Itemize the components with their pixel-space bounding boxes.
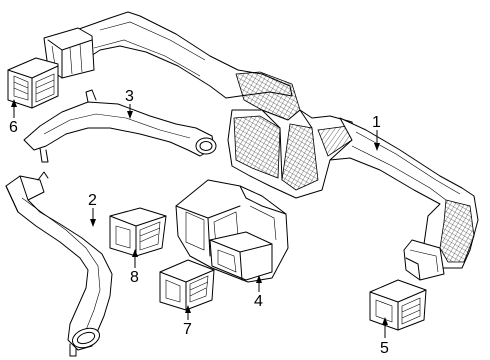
callout-7: 7: [183, 321, 192, 338]
center-duct-part: [175, 179, 289, 283]
side-duct-part: [23, 89, 217, 163]
callout-6: 6: [9, 119, 18, 136]
callout-1: 1: [372, 114, 381, 131]
callout-leaders: [11, 99, 388, 338]
vent-register-8-part: [109, 207, 167, 257]
callout-3: 3: [125, 88, 134, 105]
callout-5: 5: [380, 340, 389, 357]
callout-8: 8: [130, 269, 139, 286]
callout-labels: 1 2 3 4 5 6 7 8: [9, 88, 389, 357]
vent-register-6-part: [7, 57, 59, 109]
vent-register-5-part: [369, 279, 427, 331]
callout-2: 2: [88, 192, 97, 209]
floor-duct-part: [5, 171, 113, 357]
callout-4: 4: [254, 293, 263, 310]
vent-register-7-part: [159, 259, 215, 311]
